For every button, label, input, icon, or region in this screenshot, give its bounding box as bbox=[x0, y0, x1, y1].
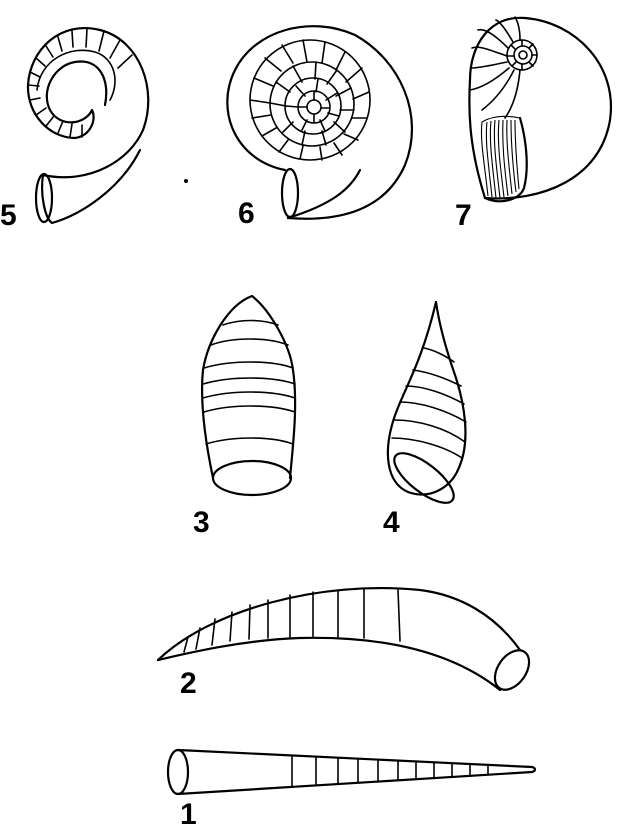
label-fig3: 3 bbox=[193, 506, 210, 539]
fig3-short-conical-shell bbox=[202, 296, 295, 495]
label-fig6: 6 bbox=[238, 197, 255, 230]
fig2-long-curved-shell bbox=[158, 588, 536, 696]
fig7-involute-coil-shell bbox=[469, 17, 611, 201]
label-fig1: 1 bbox=[180, 798, 197, 826]
fig6-evolute-coil-shell bbox=[227, 26, 412, 219]
label-fig4: 4 bbox=[383, 506, 400, 539]
label-fig5: 5 bbox=[0, 199, 17, 232]
label-fig7: 7 bbox=[455, 199, 472, 232]
stray-dot bbox=[184, 179, 188, 183]
fig5-open-coil-shell bbox=[28, 28, 148, 223]
label-fig2: 2 bbox=[180, 667, 197, 700]
fig4-curved-conical-shell bbox=[387, 302, 466, 511]
fig1-long-straight-shell bbox=[168, 750, 535, 794]
